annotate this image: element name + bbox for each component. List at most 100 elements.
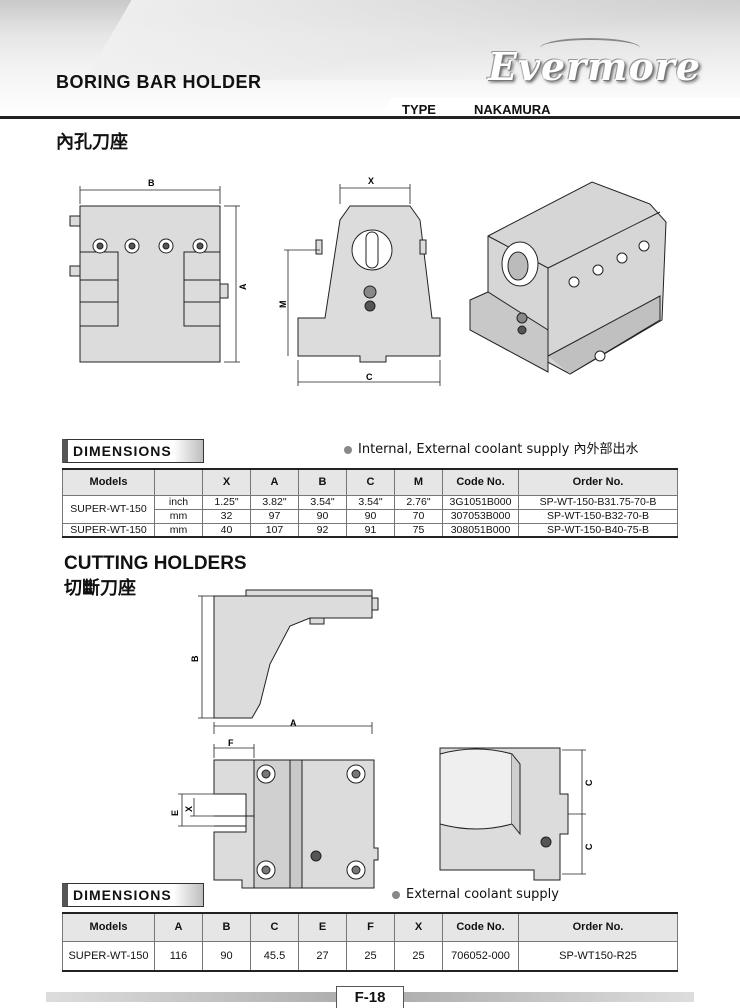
- cell-code: 308051B000: [442, 522, 519, 538]
- cell-a: 97: [250, 508, 299, 524]
- boring-holder-drawings: B A X M C: [69, 176, 667, 386]
- cell-c: 90: [346, 508, 395, 524]
- section1-cn-title: 內孔刀座: [56, 132, 128, 153]
- col-header: Order No.: [518, 912, 678, 942]
- col-header: C: [250, 912, 299, 942]
- cell-m: 75: [394, 522, 443, 538]
- dim-label-E: E: [170, 810, 180, 816]
- col-header: F: [346, 912, 395, 942]
- dimensions-tag-1: DIMENSIONS: [62, 439, 204, 463]
- coolant-note-1-text: Internal, External coolant supply 內外部出水: [358, 442, 639, 457]
- section2-cn-title: 切斷刀座: [64, 578, 136, 599]
- cell-b: 92: [298, 522, 347, 538]
- cell-model: SUPER-WT-150: [62, 522, 155, 538]
- dim-label-X2: X: [184, 806, 194, 812]
- cell-code: 3G1051B000: [442, 494, 519, 510]
- cell-m: 2.76": [394, 494, 443, 510]
- col-header: Order No.: [518, 468, 678, 496]
- table-header-row: Models X A B C M Code No. Order No.: [62, 468, 678, 496]
- dim-label-C: C: [366, 372, 373, 382]
- cell-b: 90: [298, 508, 347, 524]
- table-row: SUPER-WT-150 116 90 45.5 27 25 25 706052…: [62, 940, 678, 972]
- col-header: X: [202, 468, 251, 496]
- cell-x: 25: [394, 940, 443, 972]
- cell-b: 3.54": [298, 494, 347, 510]
- col-header: Code No.: [442, 912, 519, 942]
- col-header: C: [346, 468, 395, 496]
- table-row: SUPER-WT-150 inch 1.25" 3.82" 3.54" 3.54…: [62, 494, 678, 524]
- coolant-note-2: External coolant supply: [392, 887, 559, 902]
- cell-unit: mm: [154, 508, 203, 524]
- cell-order: SP-WT-150-B40-75-B: [518, 522, 678, 538]
- brand-logo: Evermore: [488, 44, 701, 89]
- type-tab: [378, 98, 740, 118]
- cutting-holder-table: Models A B C E F X Code No. Order No. SU…: [62, 912, 678, 972]
- dimensions-tag-2: DIMENSIONS: [62, 883, 204, 907]
- cell-c: 91: [346, 522, 395, 538]
- dim-label-A2: A: [290, 718, 297, 728]
- col-header: M: [394, 468, 443, 496]
- col-header: X: [394, 912, 443, 942]
- cell-f: 25: [346, 940, 395, 972]
- cell-order: SP-WT-150-B32-70-B: [518, 508, 678, 524]
- front-view-body: [79, 205, 221, 363]
- cutting-end-view: [439, 747, 569, 881]
- col-header: A: [154, 912, 203, 942]
- cell-b: 90: [202, 940, 251, 972]
- col-header: E: [298, 912, 347, 942]
- cell-m: 70: [394, 508, 443, 524]
- dim-label-C1: C: [584, 779, 594, 786]
- dim-label-X: X: [368, 176, 374, 186]
- iso-view-body: [469, 181, 667, 375]
- page-number: F-18: [336, 986, 404, 1008]
- coolant-note-2-text: External coolant supply: [406, 887, 559, 902]
- dim-label-M: M: [278, 301, 288, 309]
- type-label: TYPE: [402, 102, 436, 117]
- table-row: mm 32 97 90 90 70 307053B000 SP-WT-150-B…: [63, 508, 678, 524]
- dim-label-F: F: [228, 738, 234, 748]
- side-view-body: [297, 205, 441, 363]
- cutting-side-view: [213, 589, 379, 719]
- cell-e: 27: [298, 940, 347, 972]
- logo-arc: [540, 38, 640, 58]
- table-header-row: Models A B C E F X Code No. Order No.: [62, 912, 678, 942]
- header-divider: [0, 116, 740, 119]
- cell-a: 116: [154, 940, 203, 972]
- table-row: SUPER-WT-150 mm 40 107 92 91 75 308051B0…: [62, 522, 678, 538]
- bullet-icon: [392, 890, 400, 899]
- dim-label-A: A: [238, 283, 248, 290]
- cell-model: SUPER-WT-150: [62, 494, 155, 524]
- col-header: Models: [62, 912, 155, 942]
- cell-unit: mm: [154, 522, 203, 538]
- type-value: NAKAMURA: [474, 102, 551, 117]
- cell-code: 307053B000: [442, 508, 519, 524]
- cell-a: 3.82": [250, 494, 299, 510]
- cell-unit: inch: [154, 494, 203, 510]
- dim-label-B: B: [148, 178, 155, 188]
- cutting-holder-drawings: B A F E X C C: [170, 589, 594, 889]
- col-header: B: [298, 468, 347, 496]
- col-header: Code No.: [442, 468, 519, 496]
- cell-code: 706052-000: [442, 940, 519, 972]
- cell-x: 32: [202, 508, 251, 524]
- bullet-icon: [344, 445, 352, 454]
- col-header: Models: [62, 468, 155, 496]
- col-header: [154, 468, 203, 496]
- cell-x: 1.25": [202, 494, 251, 510]
- col-header: A: [250, 468, 299, 496]
- dim-label-B2: B: [190, 655, 200, 662]
- section2-title: CUTTING HOLDERS: [64, 553, 247, 574]
- boring-holder-table: Models X A B C M Code No. Order No. SUPE…: [62, 468, 678, 538]
- cell-order: SP-WT-150-B31.75-70-B: [518, 494, 678, 510]
- col-header: B: [202, 912, 251, 942]
- dim-label-C2: C: [584, 843, 594, 850]
- cell-model: SUPER-WT-150: [62, 940, 155, 972]
- cell-c: 45.5: [250, 940, 299, 972]
- cutting-front-view: [213, 759, 379, 889]
- cell-c: 3.54": [346, 494, 395, 510]
- cell-order: SP-WT150-R25: [518, 940, 678, 972]
- cell-x: 40: [202, 522, 251, 538]
- cell-a: 107: [250, 522, 299, 538]
- coolant-note-1: Internal, External coolant supply 內外部出水: [344, 438, 639, 457]
- page-title: BORING BAR HOLDER: [56, 72, 262, 92]
